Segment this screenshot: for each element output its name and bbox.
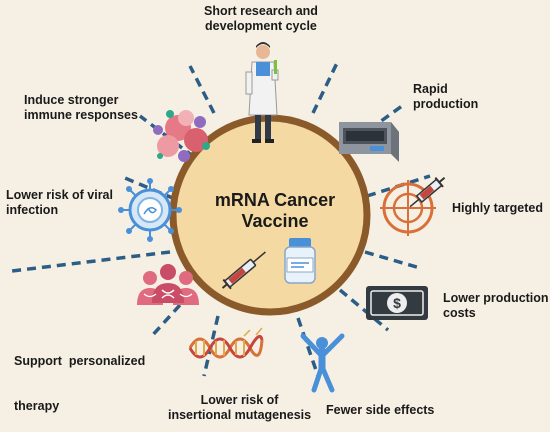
happy-person-icon <box>300 333 345 393</box>
dollar-bill-icon: $ <box>366 286 428 320</box>
spoke <box>11 250 171 273</box>
center-vial-icon <box>284 238 316 284</box>
benefit-label-personalized-therapy: Support personalized therapy <box>14 324 145 429</box>
benefit-label-rapid-production: Rapid production <box>413 82 478 112</box>
scientist-icon <box>245 42 279 143</box>
spoke <box>338 288 390 332</box>
benefit-line: Lower risk of <box>200 393 279 407</box>
benefit-line: Lower production <box>443 291 549 305</box>
benefit-label-highly-targeted: Highly targeted <box>452 201 543 216</box>
benefit-label-immune-responses: Induce stronger immune responses <box>24 93 138 123</box>
svg-text:$: $ <box>393 295 401 311</box>
center-title-line2: Vaccine <box>241 211 309 231</box>
center-title-line1: mRNA Cancer <box>214 190 336 210</box>
benefit-line: therapy <box>14 399 60 413</box>
benefit-line: infection <box>6 203 59 217</box>
benefit-line: Lower risk of viral <box>6 188 113 202</box>
people-dna-icon <box>137 264 199 305</box>
benefit-line: development cycle <box>205 19 317 33</box>
benefit-line: costs <box>443 306 476 320</box>
benefit-line: Induce stronger <box>24 93 119 107</box>
benefit-line: Rapid <box>413 82 448 96</box>
benefit-label-viral-infection: Lower risk of viral infection <box>6 188 113 218</box>
benefit-line: Support personalized <box>14 354 146 368</box>
target-syringe-icon <box>380 177 446 236</box>
benefit-line: Highly targeted <box>452 201 543 215</box>
center-title: mRNA Cancer Vaccine <box>205 190 345 232</box>
spoke <box>148 292 192 340</box>
spoke <box>296 317 320 377</box>
spoke <box>364 250 421 270</box>
benefit-line: Short research and <box>204 4 318 18</box>
benefit-label-mutagenesis: Lower risk of insertional mutagenesis <box>168 393 311 423</box>
spoke <box>124 176 176 201</box>
dna-helix-icon <box>188 327 264 359</box>
sequencer-machine-icon <box>339 122 399 162</box>
benefit-label-side-effects: Fewer side effects <box>326 403 434 418</box>
benefit-line: Fewer side effects <box>326 403 435 417</box>
virus-icon <box>118 178 182 242</box>
spoke <box>188 65 216 114</box>
benefit-label-production-costs: Lower production costs <box>443 291 549 321</box>
spoke <box>311 62 339 114</box>
immune-cells-icon <box>153 110 210 162</box>
benefit-line: immune responses <box>24 108 138 122</box>
benefit-line: production <box>413 97 479 111</box>
benefit-line: insertional mutagenesis <box>168 408 312 422</box>
center-syringe-icon <box>221 251 266 290</box>
benefit-label-research-cycle: Short research and development cycle <box>204 4 318 34</box>
